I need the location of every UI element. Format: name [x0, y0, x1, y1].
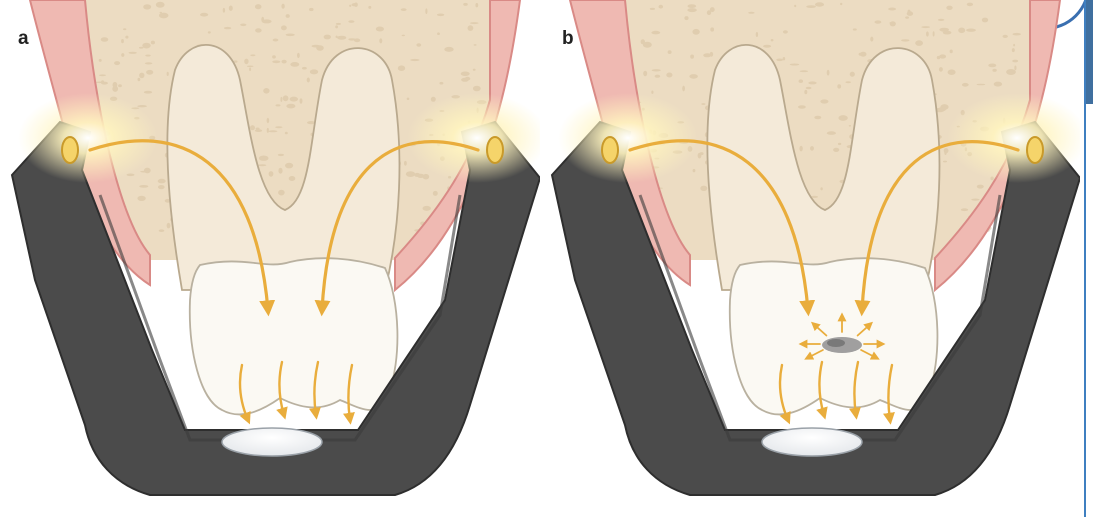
led-light-source-icon: [62, 137, 78, 163]
led-light-source-icon: [487, 137, 503, 163]
panel-a: a: [0, 0, 540, 517]
led-light-source-icon: [1027, 137, 1043, 163]
glow-left: [558, 93, 698, 183]
tooth-diagram: [540, 0, 1080, 517]
tooth-diagram: [0, 0, 540, 517]
tooth-crown: [730, 258, 938, 414]
panel-label: a: [18, 28, 29, 50]
glow-left: [18, 93, 158, 183]
camera-lens-icon: [222, 428, 322, 456]
camera-lens-icon: [762, 428, 862, 456]
tooth-crown: [190, 258, 398, 414]
led-light-source-icon: [602, 137, 618, 163]
panel-b: b: [540, 0, 1080, 517]
caries-lesion-core: [827, 339, 845, 347]
panel-label: b: [562, 28, 574, 50]
frame-edge-bar: [1086, 0, 1093, 104]
